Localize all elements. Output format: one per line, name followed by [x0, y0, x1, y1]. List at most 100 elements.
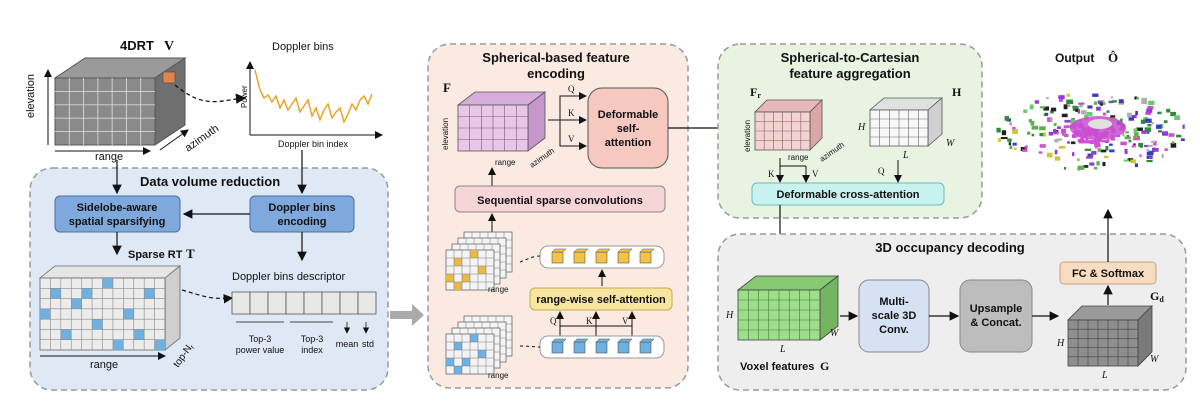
dvr-title: Data volume reduction — [140, 174, 280, 189]
voxel-symbol: G — [820, 359, 829, 373]
f-range-label: range — [495, 158, 516, 167]
voxel-w-dim: W — [830, 328, 840, 339]
fc-softmax-label: FC & Softmax — [1072, 268, 1145, 280]
h-query-grid — [870, 110, 928, 146]
spherical-title-line2: encoding — [527, 66, 585, 81]
doppler-descriptor-vector — [231, 291, 377, 315]
sparse-range-label: range — [90, 359, 118, 371]
spherical-encoding-panel: Spherical-based feature encoding F eleva… — [427, 43, 689, 389]
self-attn-q: Q — [568, 84, 575, 94]
aggregation-title-line2: feature aggregation — [789, 66, 910, 81]
fr-elevation-label: elevation — [743, 120, 752, 152]
aggregation-panel: Spherical-to-Cartesian feature aggregati… — [717, 43, 983, 219]
sparse-rt-grid — [40, 278, 165, 350]
upsample-line1: Upsample — [970, 303, 1023, 315]
input-symbol: V — [164, 39, 174, 54]
self-attn-k: K — [568, 108, 575, 118]
desc-index-line1: Top-3 — [301, 334, 324, 344]
multiscale-line2: scale 3D — [872, 310, 917, 322]
gd-symbol: Gd — [1150, 289, 1164, 304]
gd-h-dim: H — [1056, 338, 1065, 349]
range-attn-q: Q — [550, 316, 557, 326]
sidelobe-box-line1: Sidelobe-aware — [77, 202, 158, 214]
doppler-box-line1: Doppler bins — [268, 202, 335, 214]
l-dim-label: L — [902, 150, 909, 161]
aggregation-title-line1: Spherical-to-Cartesian — [781, 50, 920, 65]
sparse-conv-label: Sequential sparse convolutions — [477, 195, 643, 207]
w-dim-label: W — [946, 138, 956, 149]
stack-range-label-top: range — [488, 285, 509, 294]
doppler-box-line2: encoding — [278, 216, 327, 228]
output-token-row — [551, 248, 655, 264]
cross-attention-box — [751, 182, 945, 206]
input-cube-grid — [55, 78, 155, 145]
gd-w-dim: W — [1150, 354, 1160, 365]
gd-voxel-grid — [1068, 320, 1138, 366]
range-attention-label: range-wise self-attention — [536, 294, 666, 306]
output-label: Output — [1055, 51, 1094, 65]
voxel-features-grid — [738, 290, 820, 340]
occupancy-decoding-panel: 3D occupancy decoding H L W Voxel featur… — [717, 233, 1187, 391]
doppler-ylabel: Power — [240, 85, 249, 108]
fr-range-label: range — [788, 153, 809, 162]
desc-mean: mean — [336, 339, 359, 349]
stack-range-label-bottom: range — [488, 371, 509, 380]
output-symbol: Ô — [1108, 50, 1118, 65]
desc-index-line2: index — [301, 345, 323, 355]
cross-attn-q: Q — [878, 166, 885, 176]
highlighted-cell — [162, 71, 176, 84]
feature-f-symbol: F — [443, 80, 451, 95]
axis-range-label: range — [95, 151, 123, 163]
desc-power-line1: Top-3 — [249, 334, 272, 344]
cross-attention-label: Deformable cross-attention — [776, 189, 919, 201]
h-dim-label: H — [857, 122, 866, 133]
range-stack-input — [445, 315, 513, 375]
input-title: 4DRT — [120, 38, 154, 53]
voxel-features-label: Voxel features — [740, 361, 814, 373]
gd-l-dim: L — [1101, 370, 1108, 381]
upsample-concat-box — [959, 279, 1033, 353]
doppler-xlabel: Doppler bin index — [278, 139, 349, 149]
feature-f-grid — [458, 105, 528, 151]
range-stack-output — [445, 231, 513, 291]
multiscale-line3: Conv. — [879, 324, 909, 336]
cross-attn-k: K — [768, 169, 775, 179]
panel-connector-arrow — [390, 304, 424, 326]
input-4drt-cube: 4DRT V elevation range azimuth — [25, 38, 247, 163]
voxel-l-dim: L — [779, 344, 786, 355]
deformable-line1: Deformable — [598, 109, 659, 121]
multiscale-line1: Multi- — [879, 296, 909, 308]
doppler-curve — [254, 69, 373, 124]
voxel-h-dim: H — [725, 310, 734, 321]
decoding-title: 3D occupancy decoding — [875, 240, 1025, 255]
desc-std: std — [362, 339, 374, 349]
range-attn-k: K — [586, 316, 593, 326]
range-wise-attention-box — [529, 287, 673, 311]
input-token-row — [551, 338, 655, 354]
h-query-symbol: H — [952, 85, 962, 99]
fr-symbol: Fr — [750, 85, 761, 100]
deformable-line2: self- — [617, 123, 640, 135]
sidelobe-box-line2: spatial sparsifying — [69, 216, 166, 228]
axis-elevation-label: elevation — [25, 74, 37, 118]
occupancy-point-cloud — [996, 93, 1185, 171]
f-elevation-label: elevation — [441, 118, 450, 150]
sparse-rt-label: Sparse RT — [128, 249, 183, 261]
desc-power-line2: power value — [236, 345, 285, 355]
range-attn-v: V — [622, 316, 629, 326]
data-volume-reduction-panel: Data volume reduction Sidelobe-aware spa… — [29, 150, 389, 391]
sparse-rt-symbol: T — [186, 246, 195, 261]
self-attn-v: V — [568, 134, 575, 144]
sparse-conv-box — [454, 185, 666, 213]
doppler-plot-title: Doppler bins — [272, 41, 334, 53]
fr-grid — [755, 112, 810, 150]
output-occupancy: Output Ô — [996, 50, 1185, 171]
spherical-title-line1: Spherical-based feature — [482, 50, 629, 65]
cross-attn-v: V — [812, 169, 819, 179]
upsample-line2: & Concat. — [970, 317, 1021, 329]
doppler-plot: Doppler bins Power Doppler bin index — [240, 41, 383, 149]
axis-azimuth-label: azimuth — [183, 123, 221, 155]
deformable-line3: attention — [605, 137, 652, 149]
descriptor-label: Doppler bins descriptor — [232, 271, 345, 283]
